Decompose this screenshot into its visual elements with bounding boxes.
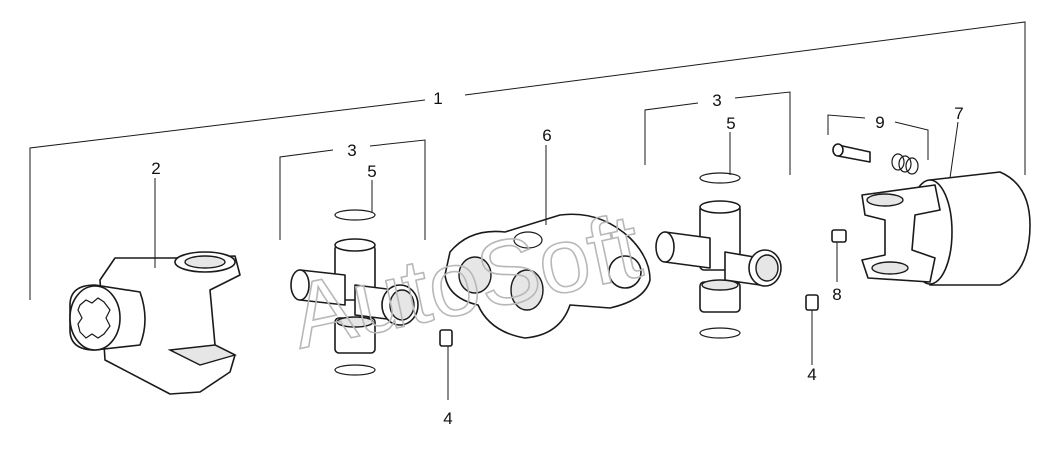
callout-2: 2 — [151, 159, 160, 178]
yoke-end-part — [69, 251, 241, 395]
leader-lines — [154, 121, 959, 400]
callout-9: 9 — [875, 113, 884, 132]
callout-5-right: 5 — [726, 114, 735, 133]
bolt-kit-bracket — [827, 114, 929, 160]
yoke-clutch-part — [831, 171, 1031, 286]
center-yoke-part — [444, 213, 651, 339]
kit-bracket-right — [644, 91, 791, 175]
callout-7: 7 — [954, 104, 963, 123]
cross-kit-right-part — [655, 172, 819, 339]
callout-4-right: 4 — [807, 365, 816, 384]
callout-3-right: 3 — [712, 91, 721, 110]
callout-3-left: 3 — [347, 141, 356, 160]
callout-5-left: 5 — [367, 162, 376, 181]
assembly-bracket — [29, 21, 1026, 300]
callout-4-left: 4 — [443, 409, 452, 428]
callout-8: 8 — [832, 285, 841, 304]
cross-kit-left-part — [290, 209, 453, 376]
watermark-text: AutoSoft — [283, 195, 649, 368]
bolt-kit-part — [832, 143, 919, 175]
kit-bracket-left — [279, 139, 426, 240]
callout-1: 1 — [433, 89, 442, 108]
callout-6: 6 — [542, 126, 551, 145]
